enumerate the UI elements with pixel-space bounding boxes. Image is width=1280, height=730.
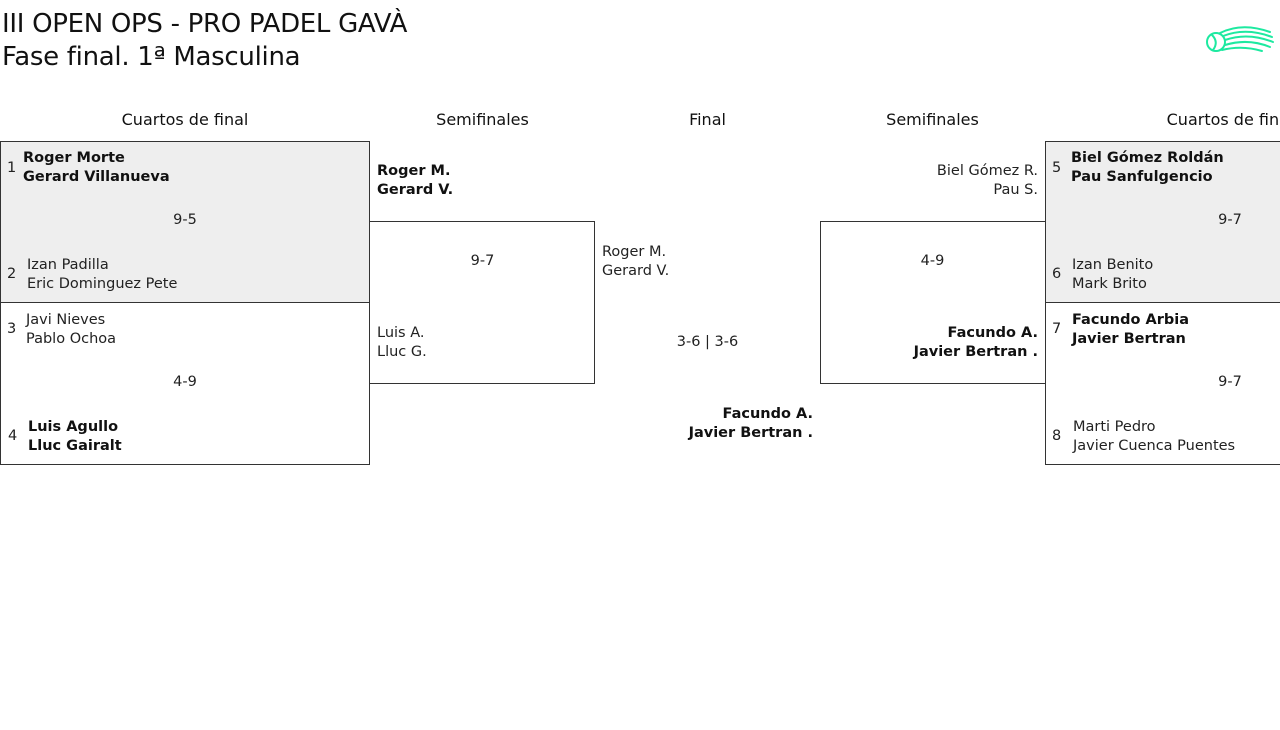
- seed-number: 3: [7, 321, 17, 337]
- player-name: Facundo A.: [947, 325, 1038, 341]
- team-sf1-b: Luis A. Lluc G.: [377, 324, 427, 362]
- match-score: 9-7: [470, 253, 495, 269]
- match-score: 4-9: [173, 374, 197, 390]
- player-name: Pablo Ochoa: [26, 331, 117, 347]
- team-final-b: Facundo A. Javier Bertran .: [689, 405, 813, 443]
- player-name: Pau S.: [993, 182, 1038, 198]
- player-name: Gerard Villanueva: [23, 169, 170, 185]
- category-name: Fase final. 1ª Masculina: [2, 42, 301, 72]
- match-score: 4-9: [920, 253, 945, 269]
- player-name: Roger Morte: [23, 150, 125, 166]
- round-label-semifinals-right: Semifinales: [886, 110, 979, 129]
- team-qf3-a: Biel Gómez Roldán Pau Sanfulgencio: [1071, 149, 1224, 187]
- match-score: 9-7: [1218, 374, 1242, 390]
- player-name: Biel Gómez R.: [936, 163, 1038, 179]
- player-name: Gerard V.: [377, 182, 454, 198]
- team-final-a: Roger M. Gerard V.: [602, 243, 669, 281]
- player-name: Marti Pedro: [1073, 419, 1156, 435]
- team-qf4-b: Marti Pedro Javier Cuenca Puentes: [1073, 418, 1235, 456]
- page-title: III OPEN OPS - PRO PADEL GAVÀ Fase final…: [2, 8, 407, 74]
- team-qf1-b: Izan Padilla Eric Dominguez Pete: [27, 256, 177, 294]
- player-name: Eric Dominguez Pete: [27, 276, 178, 292]
- player-name: Javier Cuenca Puentes: [1073, 438, 1236, 454]
- player-name: Izan Benito: [1072, 257, 1154, 273]
- player-name: Gerard V.: [602, 263, 670, 279]
- seed-number: 6: [1052, 266, 1062, 282]
- match-sf1[interactable]: [369, 221, 595, 384]
- round-label-semifinals-left: Semifinales: [436, 110, 529, 129]
- player-name: Lluc G.: [377, 344, 427, 360]
- team-qf4-a: Facundo Arbia Javier Bertran: [1072, 311, 1189, 349]
- player-name: Izan Padilla: [27, 257, 109, 273]
- match-qf4[interactable]: [1045, 302, 1280, 465]
- team-qf2-b: Luis Agullo Lluc Gairalt: [28, 418, 122, 456]
- team-sf2-a: Biel Gómez R. Pau S.: [937, 162, 1038, 200]
- seed-number: 8: [1052, 428, 1062, 444]
- player-name: Javi Nieves: [26, 312, 106, 328]
- tournament-name: III OPEN OPS - PRO PADEL GAVÀ: [2, 9, 408, 39]
- final-score: 3-6 | 3-6: [676, 334, 739, 350]
- match-score: 9-5: [173, 212, 197, 228]
- team-qf1-a: Roger Morte Gerard Villanueva: [23, 149, 170, 187]
- round-label-final: Final: [689, 110, 726, 129]
- player-name: Biel Gómez Roldán: [1071, 150, 1224, 166]
- player-name: Luis Agullo: [28, 419, 119, 435]
- team-qf2-a: Javi Nieves Pablo Ochoa: [26, 311, 116, 349]
- match-sf2[interactable]: [820, 221, 1046, 384]
- team-sf2-b: Facundo A. Javier Bertran .: [914, 324, 1038, 362]
- round-label-quarterfinals-left: Cuartos de final: [121, 110, 249, 129]
- seed-number: 5: [1052, 160, 1062, 176]
- player-name: Pau Sanfulgencio: [1071, 169, 1213, 185]
- seed-number: 1: [7, 160, 17, 176]
- seed-number: 7: [1052, 321, 1062, 337]
- player-name: Mark Brito: [1072, 276, 1147, 292]
- player-name: Lluc Gairalt: [28, 438, 122, 454]
- seed-number: 2: [7, 266, 17, 282]
- player-name: Facundo Arbia: [1072, 312, 1189, 328]
- player-name: Facundo A.: [722, 406, 813, 422]
- player-name: Luis A.: [377, 325, 425, 341]
- match-score: 9-7: [1218, 212, 1242, 228]
- player-name: Javier Bertran .: [913, 344, 1038, 360]
- team-sf1-a: Roger M. Gerard V.: [377, 162, 453, 200]
- player-name: Javier Bertran .: [688, 425, 813, 441]
- padel-ball-logo-icon: [1206, 26, 1274, 52]
- seed-number: 4: [8, 428, 18, 444]
- player-name: Javier Bertran: [1072, 331, 1186, 347]
- player-name: Roger M.: [602, 244, 667, 260]
- team-qf3-b: Izan Benito Mark Brito: [1072, 256, 1153, 294]
- round-label-quarterfinals-right: Cuartos de final: [1166, 110, 1280, 129]
- player-name: Roger M.: [377, 163, 451, 179]
